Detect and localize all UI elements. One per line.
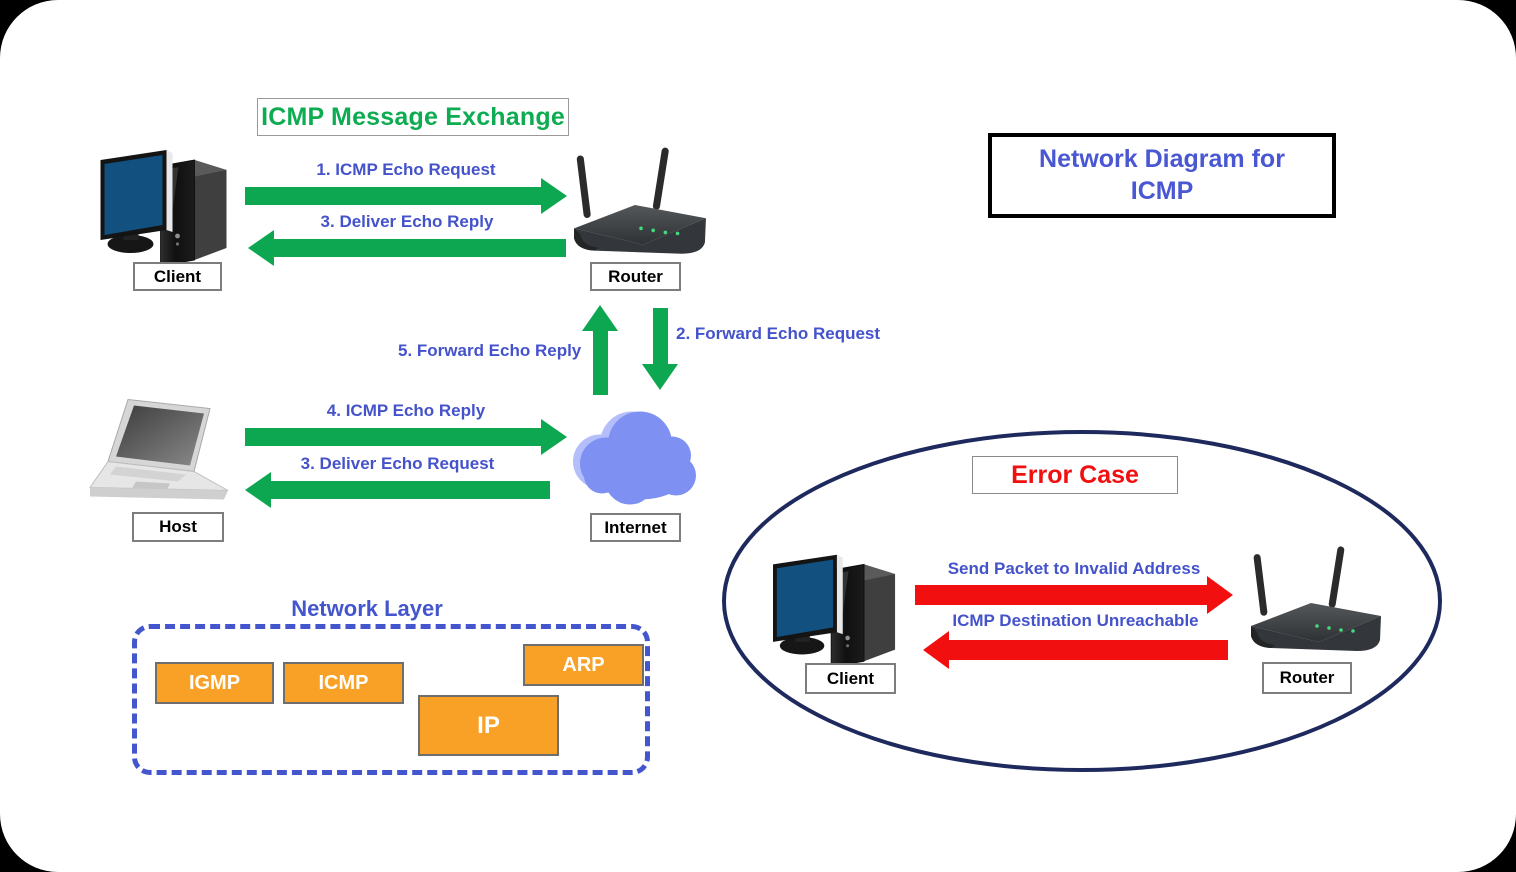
network-layer-box <box>132 624 650 775</box>
network-layer-title: Network Layer <box>291 596 443 621</box>
diagram-title-line1: Network Diagram for <box>1039 145 1285 174</box>
flow-label-deliver-echo-reply: 3. Deliver Echo Reply <box>320 212 494 231</box>
client-node-label: Client <box>133 262 222 291</box>
exchange-section-title: ICMP Message Exchange <box>257 98 569 136</box>
diagram-main-title: Network Diagram for ICMP <box>988 133 1336 218</box>
arrow-head <box>1207 576 1233 614</box>
arrow-head <box>541 419 567 455</box>
arrow-forward-echo-reply <box>582 305 618 395</box>
protocol-box-ip: IP <box>418 695 559 756</box>
protocol-box-icmp: ICMP <box>283 662 404 704</box>
flow-label-icmp-echo-request: 1. ICMP Echo Request <box>316 160 496 179</box>
arrow-head <box>245 472 271 508</box>
flow-label-send-packet-invalid: Send Packet to Invalid Address <box>947 559 1201 578</box>
arrow-stem <box>271 481 550 499</box>
host-node-label: Host <box>132 512 224 542</box>
arrow-icmp-echo-request <box>245 178 567 214</box>
internet-cloud-icon <box>573 411 696 505</box>
arrow-icmp-echo-reply <box>245 419 567 455</box>
arrow-forward-echo-request <box>642 308 678 390</box>
arrow-destination-unreachable <box>923 631 1228 669</box>
arrow-head <box>541 178 567 214</box>
flow-label-forward-echo-request: 2. Forward Echo Request <box>676 324 881 343</box>
client-desktop-icon <box>100 149 227 267</box>
error-client-node-label: Client <box>805 663 896 694</box>
arrow-head <box>582 305 618 331</box>
router-icon <box>574 147 706 254</box>
arrow-stem <box>245 428 541 446</box>
arrow-stem <box>915 585 1207 605</box>
arrow-deliver-echo-request <box>245 472 550 508</box>
error-case-ellipse <box>722 430 1442 772</box>
protocol-box-arp: ARP <box>523 644 644 686</box>
arrow-deliver-echo-reply <box>248 230 566 266</box>
arrow-stem <box>274 239 566 257</box>
protocol-box-igmp: IGMP <box>155 662 274 704</box>
flow-label-icmp-echo-reply: 4. ICMP Echo Reply <box>326 401 486 420</box>
flow-label-destination-unreachable: ICMP Destination Unreachable <box>952 611 1199 630</box>
arrow-stem <box>592 331 608 395</box>
arrow-head <box>642 364 678 390</box>
arrow-send-packet-invalid <box>915 576 1233 614</box>
error-router-node-label: Router <box>1262 662 1352 694</box>
router-node-label: Router <box>590 262 681 291</box>
arrow-stem <box>652 308 668 364</box>
arrow-head <box>923 631 949 669</box>
arrow-head <box>248 230 274 266</box>
error-router-icon <box>1251 545 1381 651</box>
host-laptop-icon <box>89 399 229 500</box>
internet-node-label: Internet <box>590 513 681 542</box>
diagram-title-line2: ICMP <box>1130 176 1194 205</box>
flow-label-forward-echo-reply: 5. Forward Echo Reply <box>398 341 582 360</box>
flow-label-deliver-echo-request: 3. Deliver Echo Request <box>300 454 495 473</box>
arrow-stem <box>245 187 541 205</box>
arrow-stem <box>949 640 1228 660</box>
error-client-desktop-icon <box>772 554 896 668</box>
error-case-title: Error Case <box>972 456 1178 494</box>
